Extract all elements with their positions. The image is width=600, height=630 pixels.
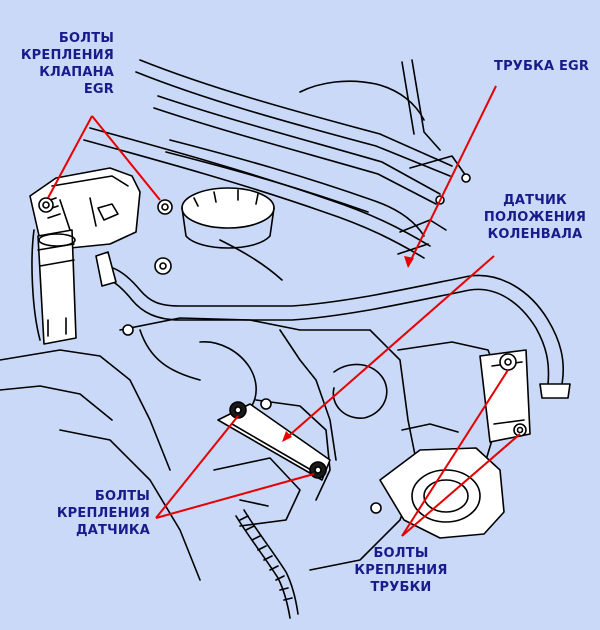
leader-lines xyxy=(47,85,521,537)
label-crankshaft-sensor: ДАТЧИК ПОЛОЖЕНИЯ КОЛЕНВАЛА xyxy=(480,192,590,243)
leader-tube-bolt-lower xyxy=(401,433,521,537)
label-line: КРЕПЛЕНИЯ xyxy=(20,48,114,63)
round-cap xyxy=(181,187,283,281)
leader-crank-sensor xyxy=(283,255,495,441)
label-line: КЛАПАНА xyxy=(39,65,114,80)
leader-sensor-bolt-upper xyxy=(155,415,239,519)
leader-egr-bolt-right xyxy=(91,115,161,201)
label-line: БОЛТЫ xyxy=(58,31,114,46)
label-line: КРЕПЛЕНИЯ xyxy=(354,563,448,578)
overhead-hoses xyxy=(83,59,467,259)
arrowhead-crank-sensor xyxy=(282,431,292,442)
label-tube-bolts: БОЛТЫ КРЕПЛЕНИЯ ТРУБКИ xyxy=(346,545,456,596)
label-sensor-bolts: БОЛТЫ КРЕПЛЕНИЯ ДАТЧИКА xyxy=(46,488,150,539)
leader-tube-bolt-upper xyxy=(401,369,509,537)
outlet-flange xyxy=(379,447,505,539)
label-line: ТРУБКА EGR xyxy=(494,59,590,74)
leader-arrowheads xyxy=(282,256,414,442)
label-line: БОЛТЫ xyxy=(373,546,429,561)
leader-egr-tube xyxy=(407,85,497,267)
label-line: КОЛЕНВАЛА xyxy=(487,227,583,242)
left-cylinder-part xyxy=(37,229,77,345)
egr-tube-pipe xyxy=(95,251,571,399)
label-line: ДАТЧИК xyxy=(503,193,567,208)
leader-egr-bolt-left xyxy=(47,115,93,199)
bolts xyxy=(38,173,527,514)
label-line: EGR xyxy=(83,82,114,97)
label-line: ТРУБКИ xyxy=(370,580,432,595)
label-egr-tube: ТРУБКА EGR xyxy=(494,58,589,75)
label-line: ДАТЧИКА xyxy=(76,523,150,538)
label-line: ПОЛОЖЕНИЯ xyxy=(483,210,587,225)
label-egr-valve-bolts: БОЛТЫ КРЕПЛЕНИЯ КЛАПАНА EGR xyxy=(4,30,114,98)
label-line: БОЛТЫ xyxy=(94,489,150,504)
wire-harness xyxy=(235,509,299,619)
arrowhead-egr-tube xyxy=(404,256,414,268)
leader-sensor-bolt-lower xyxy=(155,473,315,519)
label-line: КРЕПЛЕНИЯ xyxy=(56,506,150,521)
engine-block xyxy=(0,317,501,581)
